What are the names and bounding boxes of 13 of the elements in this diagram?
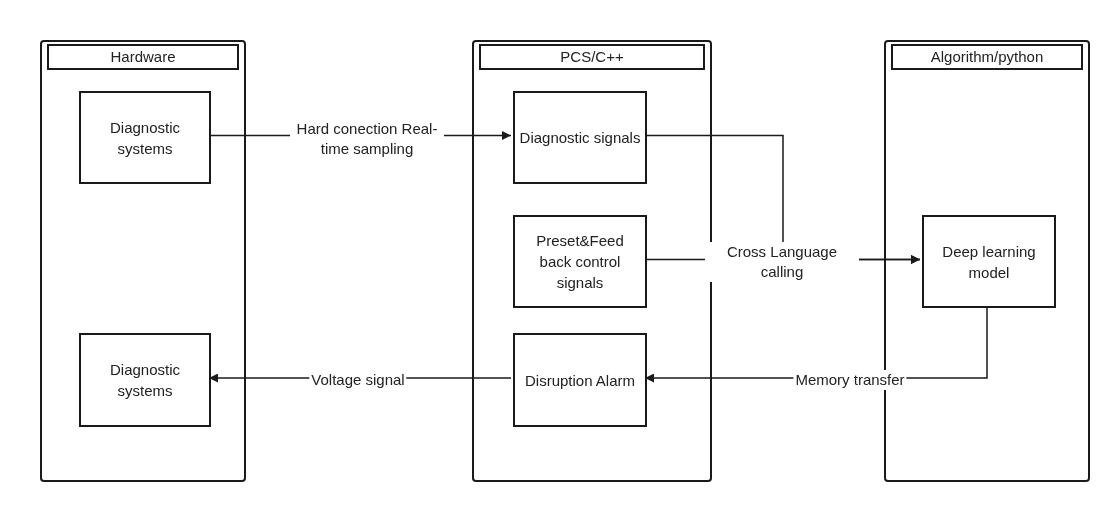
process-box: Deep learning model: [922, 215, 1056, 308]
edge-label: Memory transfer: [793, 370, 907, 390]
lane-title: Algorithm/python: [891, 44, 1083, 70]
edge-label: Cross Language calling: [705, 242, 859, 282]
process-box: Diagnostic systems: [79, 333, 211, 427]
lane-title: Hardware: [47, 44, 239, 70]
process-box: Preset&Feed back control signals: [513, 215, 647, 308]
process-box: Diagnostic signals: [513, 91, 647, 184]
swimlane-panel: [472, 40, 712, 482]
process-box: Disruption Alarm: [513, 333, 647, 427]
lane-title: PCS/C++: [479, 44, 705, 70]
swimlane-panel: [40, 40, 246, 482]
process-box: Diagnostic systems: [79, 91, 211, 184]
